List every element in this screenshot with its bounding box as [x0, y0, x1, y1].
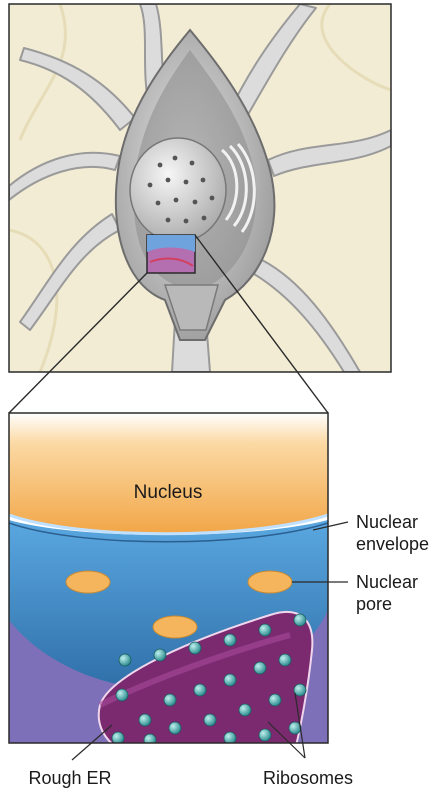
neuron-panel	[9, 4, 391, 372]
neuron-nucleus	[130, 138, 226, 242]
label-ribosomes: Ribosomes	[263, 768, 353, 788]
nucleus-shape	[9, 413, 328, 534]
label-nuclear-pore-line1: Nuclear	[356, 572, 418, 592]
label-rough-er: Rough ER	[28, 768, 111, 788]
label-nuclear-pore-line2: pore	[356, 594, 392, 614]
label-nuclear-envelope-line1: Nuclear	[356, 512, 418, 532]
label-nucleus: Nucleus	[134, 482, 203, 503]
label-nuclear-envelope-line2: envelope	[356, 534, 429, 554]
zoom-region-marker	[147, 235, 195, 273]
label-nuclear-envelope: Nuclear envelope	[356, 512, 429, 554]
magnified-panel	[9, 413, 328, 750]
label-nuclear-pore: Nuclear pore	[356, 572, 423, 614]
